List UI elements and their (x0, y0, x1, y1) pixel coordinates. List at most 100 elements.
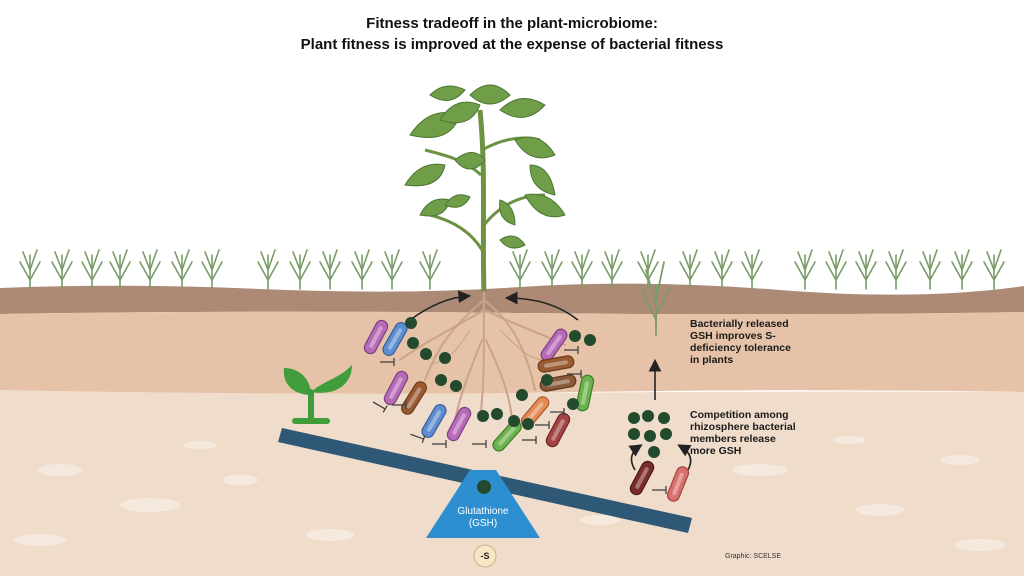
grass-sprout-icon (794, 249, 816, 290)
annotation-line: Bacterially released (690, 318, 789, 330)
grass-sprout-icon (419, 249, 441, 290)
grass-sprout-icon (541, 249, 563, 290)
grass-sprout-icon (951, 249, 973, 290)
sulfur-deficiency-label: -S (480, 551, 490, 561)
graphic-credit: Graphic: SCELSE (725, 553, 782, 560)
inhibition-icon (522, 436, 537, 444)
gsh-molecule-icon (420, 348, 432, 360)
gsh-molecule-icon (405, 317, 417, 329)
gsh-molecule-icon (439, 352, 451, 364)
gsh-molecule-icon (435, 374, 447, 386)
bacterium-icon (363, 319, 389, 355)
annotation-line: more GSH (690, 445, 742, 457)
annotation-competition: Competition among rhizosphere bacterial … (690, 409, 810, 457)
grass-sprout-icon (679, 249, 701, 290)
grass-sprout-icon (109, 249, 131, 290)
grass-sprout-icon (571, 249, 593, 290)
gsh-molecule-icon (569, 330, 581, 342)
small-plant-icon (641, 261, 671, 336)
grass-sprout-icon (81, 249, 103, 290)
gsh-molecule-icon (477, 480, 491, 494)
gsh-molecule-icon (541, 374, 553, 386)
inhibition-icon (432, 440, 447, 448)
bacterium-icon (545, 412, 571, 448)
gsh-dots (405, 317, 672, 458)
annotation-line: Competition among (690, 409, 789, 421)
annotation-line: GSH improves S- (690, 330, 776, 342)
grass-sprout-icon (201, 249, 223, 290)
annotation-line: rhizosphere bacterial (690, 421, 796, 433)
title-line-2: Plant fitness is improved at the expense… (300, 36, 724, 53)
fulcrum-label-line: Glutathione (457, 506, 509, 517)
gsh-molecule-icon (584, 334, 596, 346)
grass-sprout-icon (855, 249, 877, 290)
bacteria-group (363, 319, 690, 502)
inhibition-icon (652, 486, 667, 494)
bacterium-icon (666, 466, 690, 502)
gsh-molecule-icon (628, 412, 640, 424)
bacterium-icon (383, 370, 409, 406)
gsh-molecule-icon (658, 412, 670, 424)
gsh-molecule-icon (508, 415, 520, 427)
grass-sprout-icon (257, 249, 279, 290)
grass-sprout-icon (381, 249, 403, 290)
grass-sprout-icon (711, 249, 733, 290)
grass-sprout-icon (885, 249, 907, 290)
arrow-icon (628, 444, 643, 471)
inhibition-icon (567, 370, 582, 378)
title-line-1: Fitness tradeoff in the plant-microbiome… (366, 15, 658, 32)
gsh-molecule-icon (477, 410, 489, 422)
arrows-to-plant (409, 290, 692, 471)
grass-sprout-icon (637, 249, 659, 290)
arrow-icon (409, 290, 472, 321)
bacterium-icon (575, 374, 595, 412)
inhibition-icon (392, 401, 407, 409)
inhibition-icon (410, 433, 426, 444)
inhibition-marks (372, 346, 667, 494)
grass-sprout-icon (19, 249, 41, 290)
topsoil-band (0, 283, 1024, 315)
arrow-icon (677, 444, 692, 471)
grass-sprout-icon (509, 249, 531, 290)
gsh-molecule-icon (450, 380, 462, 392)
inhibition-icon (550, 408, 565, 416)
inhibition-icon (372, 401, 388, 413)
gsh-molecule-icon (628, 428, 640, 440)
gsh-molecule-icon (407, 337, 419, 349)
bacterium-icon (382, 322, 408, 356)
grass-sprout-icon (171, 249, 193, 290)
fulcrum-label-line: (GSH) (468, 518, 498, 529)
bacterium-icon (401, 381, 427, 415)
grass-row (19, 249, 1005, 290)
inhibition-icon (380, 358, 395, 366)
gsh-molecule-icon (644, 430, 656, 442)
annotation-line: in plants (690, 354, 734, 366)
grass-sprout-icon (51, 249, 73, 290)
grass-sprout-icon (601, 249, 623, 290)
gsh-molecule-icon (642, 410, 654, 422)
fulcrum (426, 470, 540, 538)
grass-sprout-icon (983, 249, 1005, 290)
annotation-gsh-benefit: Bacterially released GSH improves S- def… (690, 318, 810, 366)
plant-icon (404, 84, 566, 293)
soil-layer (0, 311, 1024, 395)
grass-sprout-icon (319, 249, 341, 290)
bacterium-icon (629, 460, 655, 496)
sulfur-badge (473, 544, 497, 568)
grass-sprout-icon (919, 249, 941, 290)
grass-sprout-icon (139, 249, 161, 290)
inhibition-icon (535, 421, 550, 429)
gsh-molecule-icon (516, 389, 528, 401)
gsh-molecule-icon (522, 418, 534, 430)
bacterium-icon (446, 406, 472, 442)
pebbles (14, 436, 1006, 551)
arrow-icon (504, 291, 579, 321)
inhibition-icon (472, 440, 487, 448)
annotation-line: deficiency tolerance (690, 342, 791, 354)
gsh-molecule-icon (567, 398, 579, 410)
gsh-molecule-icon (491, 408, 503, 420)
grass-sprout-icon (825, 249, 847, 290)
annotation-line: members release (690, 433, 776, 445)
